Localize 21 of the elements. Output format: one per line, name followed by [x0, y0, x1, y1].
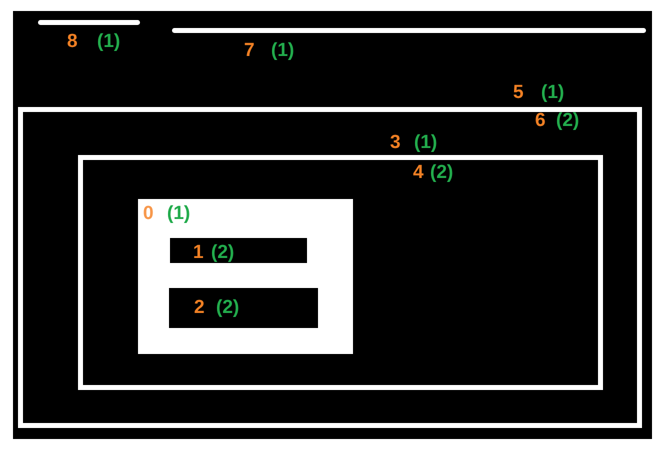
contour-number: 5 — [513, 83, 524, 102]
level-number: (1) — [414, 133, 438, 152]
contour-number: 0 — [143, 204, 154, 223]
level-number: (1) — [271, 41, 294, 60]
level-number: (2) — [556, 111, 580, 130]
contour-number: 3 — [390, 133, 401, 152]
contour-number: 6 — [535, 111, 546, 130]
level-number: (1) — [97, 32, 120, 51]
level-number: (1) — [541, 83, 564, 102]
level-number: (2) — [216, 298, 240, 317]
level-number: (2) — [430, 163, 454, 182]
contour-number: 4 — [413, 163, 424, 182]
contour-number: 8 — [67, 32, 78, 51]
filled-rectangle — [170, 238, 307, 263]
contour-number: 2 — [194, 298, 205, 317]
filled-rectangle — [138, 199, 353, 354]
level-number: (1) — [167, 204, 190, 223]
contour-number: 7 — [244, 41, 255, 60]
filled-rectangle — [169, 288, 318, 328]
contour-number: 1 — [193, 243, 204, 262]
level-number: (2) — [211, 243, 234, 262]
